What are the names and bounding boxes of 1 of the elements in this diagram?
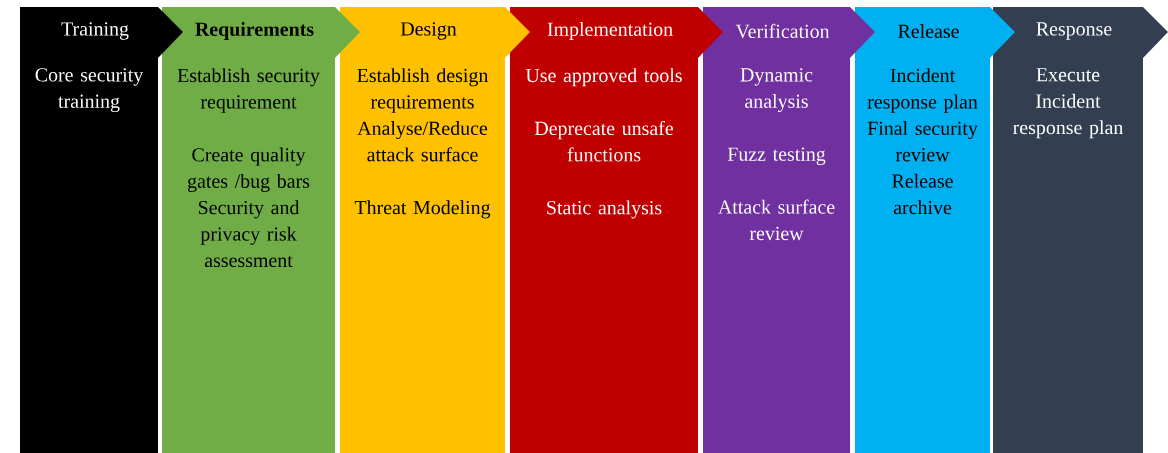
stage-column: Response Execute Incident response plan	[993, 7, 1168, 453]
